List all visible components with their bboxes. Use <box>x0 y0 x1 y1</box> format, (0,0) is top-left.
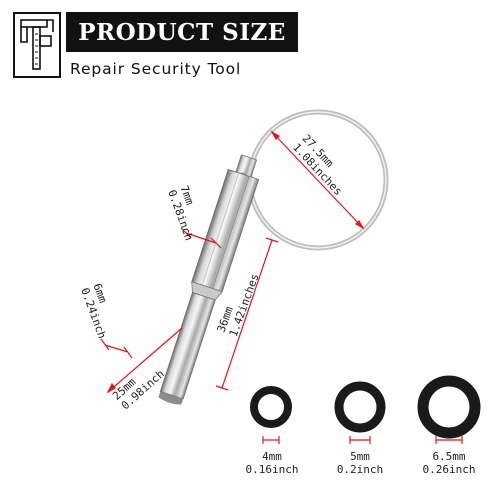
o-ring-dimension-lines <box>262 436 463 444</box>
page-title: PRODUCT SIZE <box>66 12 298 52</box>
screwdriver <box>158 154 260 405</box>
o-ring-medium-label: 5mm 0.2inch <box>332 450 388 476</box>
o-ring-small-label: 4mm 0.16inch <box>244 450 300 476</box>
o-ring-row <box>250 375 481 439</box>
o-ring-medium <box>334 381 386 433</box>
page-subtitle: Repair Security Tool <box>70 60 242 78</box>
caliper-icon <box>13 12 61 78</box>
o-ring-medium-inch: 0.2inch <box>336 463 384 476</box>
dimension-lines <box>100 130 365 394</box>
o-ring-large <box>417 375 481 439</box>
o-ring-small-mm: 4mm <box>262 450 282 463</box>
o-ring-large-inch: 0.26inch <box>422 463 476 476</box>
o-ring-small <box>250 386 292 428</box>
o-ring-large-mm: 6.5mm <box>432 450 466 463</box>
o-ring-small-inch: 0.16inch <box>245 463 299 476</box>
o-ring-medium-mm: 5mm <box>350 450 370 463</box>
header: PRODUCT SIZE Repair Security Tool <box>0 0 500 90</box>
o-ring-large-label: 6.5mm 0.26inch <box>418 450 480 476</box>
